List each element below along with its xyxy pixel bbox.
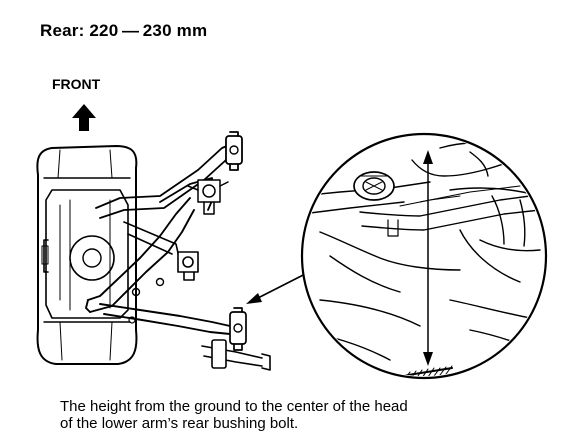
measurement-arrow <box>423 150 433 366</box>
detail-view <box>300 132 548 380</box>
rear-bushing-bolt <box>229 307 247 351</box>
front-direction-label: FRONT <box>52 76 101 92</box>
rear-height-heading: Rear: 220 — 230 mm <box>40 21 208 40</box>
measurement-caption: The height from the ground to the center… <box>60 398 560 432</box>
toe-link <box>201 339 271 371</box>
lateral-link <box>123 221 199 281</box>
arrow-up-icon <box>72 104 96 131</box>
damper-mount <box>187 179 229 215</box>
caption-line-1: The height from the ground to the center… <box>60 398 408 415</box>
lower-control-arm <box>85 197 231 335</box>
wheel-tire <box>36 145 138 365</box>
caption-line-2: of the lower arm’s rear bushing bolt. <box>60 415 299 432</box>
